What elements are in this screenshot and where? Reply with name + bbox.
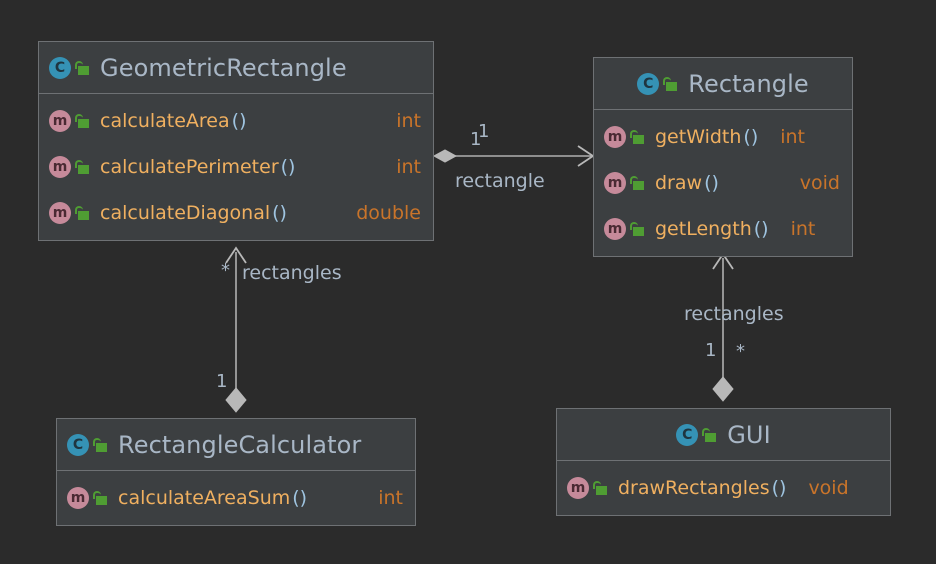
unlocked-padlock-icon: [593, 480, 609, 496]
class-header: C GeometricRectangle: [39, 42, 433, 94]
unlocked-padlock-icon: [663, 76, 679, 92]
role-label-gui-to-rectangle: rectangles: [684, 303, 784, 325]
member-parens: (): [292, 487, 308, 509]
class-title: GUI: [727, 420, 771, 449]
class-header: C GUI: [557, 409, 890, 461]
class-members: m drawRectangles () void: [557, 461, 890, 515]
class-title: GeometricRectangle: [100, 53, 347, 82]
unlocked-padlock-icon: [75, 60, 91, 76]
class-icon: C: [676, 423, 699, 446]
unlocked-padlock-icon: [630, 129, 646, 145]
multiplicity-source-gui-to-rectangle: 1: [705, 340, 717, 361]
method-icon: m: [49, 156, 71, 178]
member-return-type: void: [808, 477, 849, 499]
multiplicity-source-geometric-to-rectangle: 1: [470, 129, 482, 150]
member-return-type: int: [396, 156, 421, 178]
member-row[interactable]: m draw () void: [594, 160, 852, 206]
member-name: draw: [655, 172, 703, 194]
class-icon: C: [67, 433, 89, 456]
class-icon: C: [49, 56, 71, 79]
member-name: getLength: [655, 218, 752, 240]
member-name: calculatePerimeter: [100, 156, 279, 178]
unlocked-padlock-icon: [75, 205, 91, 221]
member-row[interactable]: m drawRectangles () void: [557, 465, 890, 511]
member-parens: (): [280, 156, 296, 178]
class-title: RectangleCalculator: [118, 430, 362, 459]
member-return-type: int: [378, 487, 403, 509]
multiplicity-target-calculator-to-geometric: *: [221, 260, 230, 281]
method-icon: m: [49, 202, 71, 224]
class-members: m calculateAreaSum () int: [57, 471, 415, 525]
class-box-gui[interactable]: C GUI m drawRectangles () void: [556, 408, 891, 516]
unlocked-padlock-icon: [702, 427, 718, 443]
method-icon: m: [67, 487, 89, 509]
member-name: drawRectangles: [618, 477, 770, 499]
unlocked-padlock-icon: [630, 175, 646, 191]
unlocked-padlock-icon: [630, 221, 646, 237]
member-parens: (): [704, 172, 719, 194]
class-box-geometric-rectangle[interactable]: C GeometricRectangle m calculateArea () …: [38, 41, 434, 241]
edge-gui-to-rectangle: [712, 252, 734, 402]
method-icon: m: [604, 172, 626, 194]
member-return-type: int: [396, 110, 421, 132]
class-members: m getWidth () int m draw () void m getLe…: [594, 110, 852, 256]
class-box-rectangle[interactable]: C Rectangle m getWidth () int m draw () …: [593, 57, 853, 257]
member-parens: (): [753, 218, 769, 240]
multiplicity-target-geometric-to-rectangle: 1: [478, 121, 490, 142]
member-parens: (): [743, 126, 759, 148]
method-icon: m: [49, 110, 71, 132]
member-row[interactable]: m calculatePerimeter () int: [39, 144, 433, 190]
member-row[interactable]: m calculateArea () int: [39, 98, 433, 144]
member-parens: (): [231, 110, 247, 132]
unlocked-padlock-icon: [93, 490, 109, 506]
member-name: getWidth: [655, 126, 742, 148]
class-icon: C: [637, 72, 660, 95]
class-header: C Rectangle: [594, 58, 852, 110]
role-label-calculator-to-geometric: rectangles: [242, 262, 342, 284]
method-icon: m: [604, 126, 626, 148]
member-parens: (): [272, 202, 287, 224]
member-row[interactable]: m getWidth () int: [594, 114, 852, 160]
unlocked-padlock-icon: [75, 159, 91, 175]
edge-geometric-to-rectangle: [432, 145, 595, 167]
method-icon: m: [567, 477, 589, 499]
unlocked-padlock-icon: [75, 113, 91, 129]
member-name: calculateAreaSum: [118, 487, 291, 509]
multiplicity-source-calculator-to-geometric: 1: [216, 371, 228, 392]
member-row[interactable]: m calculateAreaSum () int: [57, 475, 415, 521]
class-title: Rectangle: [688, 69, 809, 98]
member-parens: (): [771, 477, 787, 499]
member-name: calculateDiagonal: [100, 202, 271, 224]
member-row[interactable]: m calculateDiagonal () double: [39, 190, 433, 236]
member-return-type: int: [790, 218, 816, 240]
multiplicity-target-gui-to-rectangle: *: [736, 341, 745, 362]
member-return-type: void: [799, 172, 840, 194]
member-return-type: int: [780, 126, 806, 148]
method-icon: m: [604, 218, 626, 240]
class-box-rectangle-calculator[interactable]: C RectangleCalculator m calculateAreaSum…: [56, 418, 416, 526]
member-return-type: double: [356, 202, 421, 224]
class-header: C RectangleCalculator: [57, 419, 415, 471]
role-label-geometric-to-rectangle: rectangle: [455, 170, 545, 192]
member-name: calculateArea: [100, 110, 230, 132]
class-members: m calculateArea () int m calculatePerime…: [39, 94, 433, 240]
member-row[interactable]: m getLength () int: [594, 206, 852, 252]
unlocked-padlock-icon: [93, 437, 109, 453]
